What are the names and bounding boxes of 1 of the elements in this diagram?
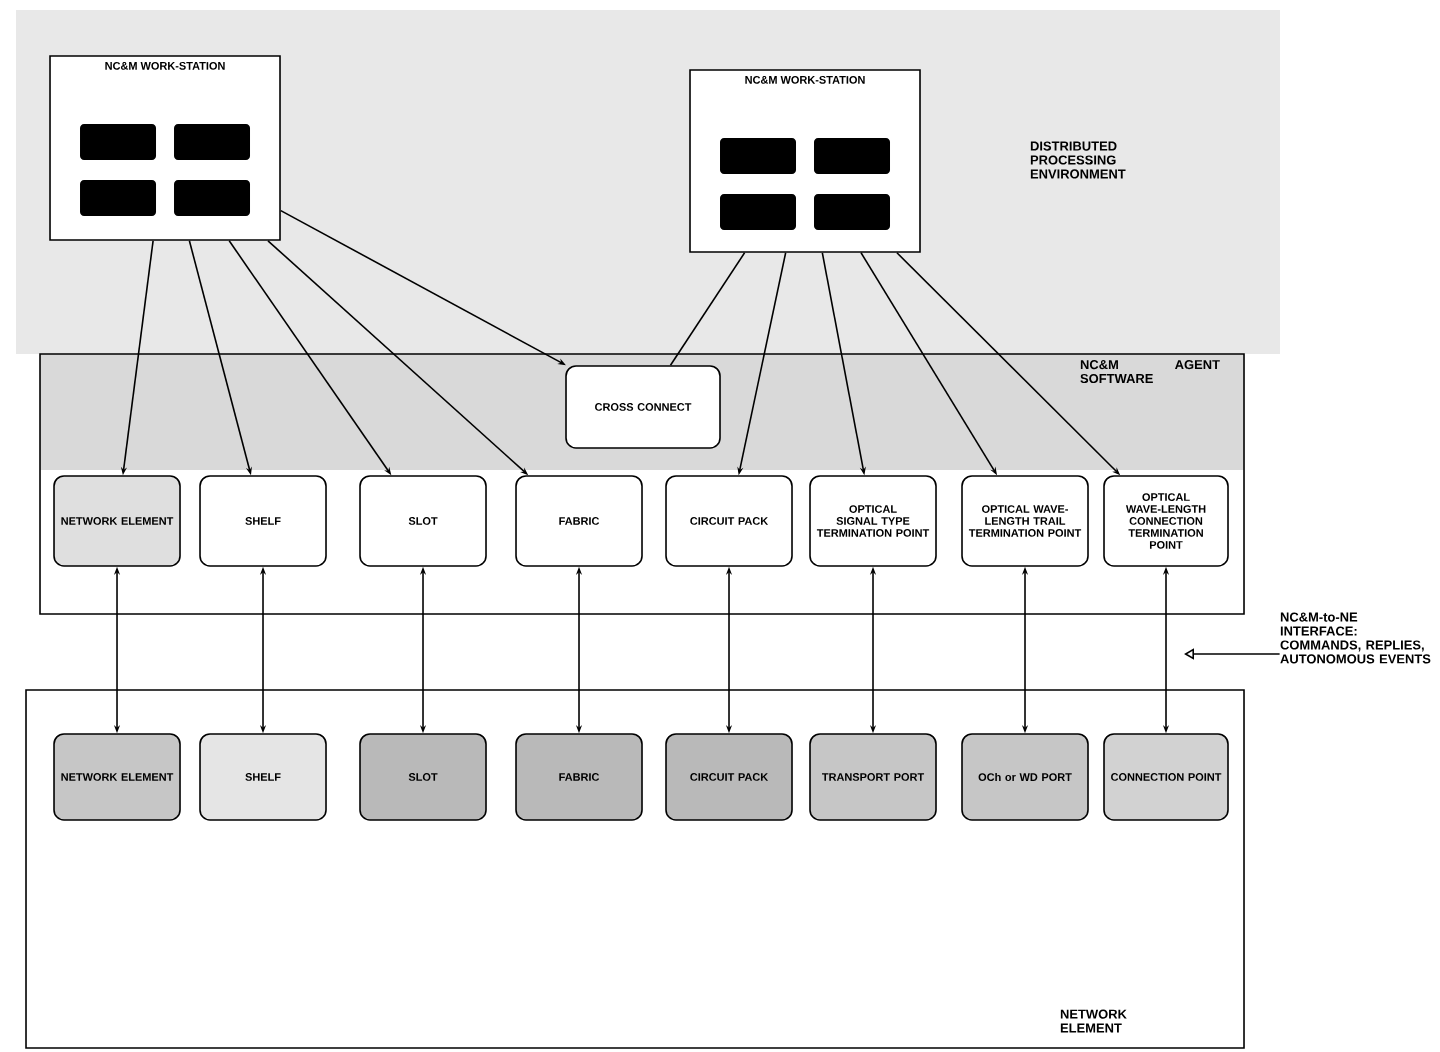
arrow [1184, 648, 1281, 660]
